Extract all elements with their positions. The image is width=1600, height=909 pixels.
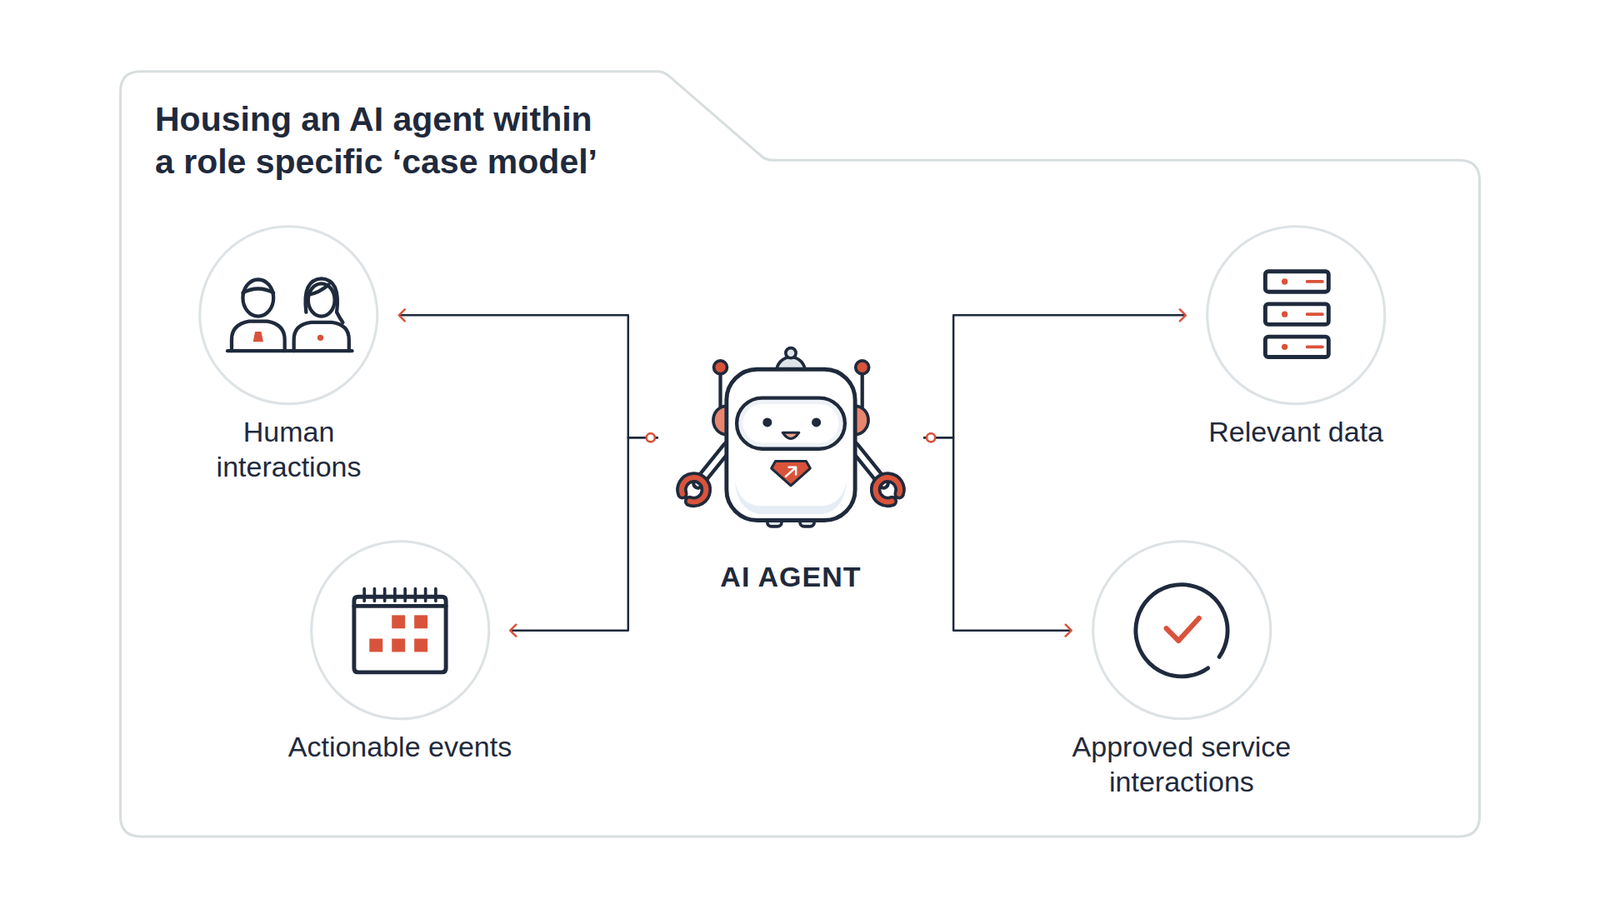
agent-node: AI AGENT [658, 336, 924, 592]
diagram-title: Housing an AI agent within a role specif… [155, 98, 610, 184]
circle-outline [290, 520, 510, 740]
calendar-icon [354, 589, 446, 673]
robot-illustration [681, 348, 900, 527]
circle-border [310, 541, 489, 720]
agent-label: AI AGENT [720, 559, 861, 595]
circle-node: Actionable events [290, 520, 510, 740]
database-icon [1265, 271, 1329, 358]
arrow-head [399, 309, 405, 321]
connector-port [926, 433, 935, 442]
node-label: Human interactions [180, 414, 398, 485]
arrow-head [510, 625, 516, 637]
node-label: Approved service interactions [1040, 729, 1324, 800]
connector-line [399, 315, 659, 438]
circle-node: Relevant data [1185, 205, 1406, 425]
connector-port [646, 433, 655, 442]
connector-line [510, 437, 659, 630]
circle-node: Approved service interactions [1071, 520, 1292, 740]
circle-outline [178, 205, 399, 425]
circle-outline [1071, 520, 1292, 740]
arrow-head [1065, 625, 1072, 637]
connector-port [646, 433, 655, 442]
connector [923, 433, 1072, 636]
connector-line [923, 315, 1186, 438]
circle-border [1092, 541, 1270, 720]
node-label: Relevant data [1120, 414, 1471, 450]
people-icon [227, 278, 352, 351]
node-label: Actionable events [225, 729, 575, 765]
circle-outline [1185, 205, 1406, 425]
connector [923, 309, 1186, 442]
arrow-head [1180, 309, 1186, 321]
connector [510, 433, 659, 636]
connector-port [926, 433, 935, 442]
connector-line [923, 437, 1072, 630]
circle-border [200, 226, 378, 405]
circle-border [1207, 226, 1385, 405]
check-icon [1135, 585, 1228, 677]
circle-node: Human interactions [178, 205, 399, 425]
connector [399, 309, 659, 442]
folder-panel [120, 71, 1480, 837]
